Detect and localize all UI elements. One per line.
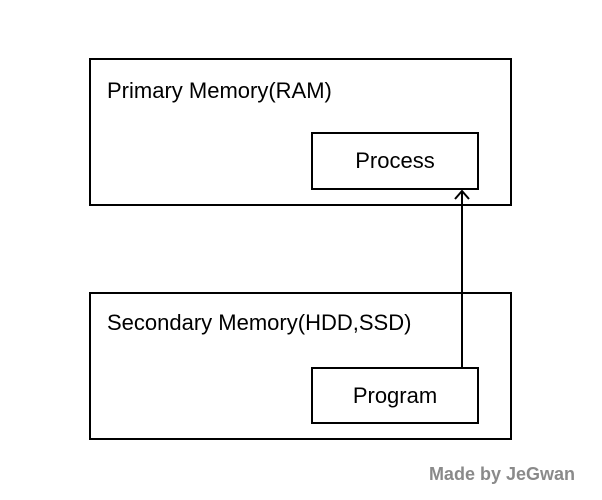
program-box: Program [311,367,479,424]
process-label: Process [355,148,435,173]
primary-memory-box: Primary Memory(RAM) Process [89,58,512,206]
secondary-memory-box: Secondary Memory(HDD,SSD) Program [89,292,512,440]
secondary-memory-title: Secondary Memory(HDD,SSD) [107,310,412,335]
watermark-text: Made by JeGwan [428,464,575,484]
process-box: Process [311,132,479,190]
program-label: Program [352,382,438,408]
primary-memory-title: Primary Memory(RAM) [107,78,332,103]
